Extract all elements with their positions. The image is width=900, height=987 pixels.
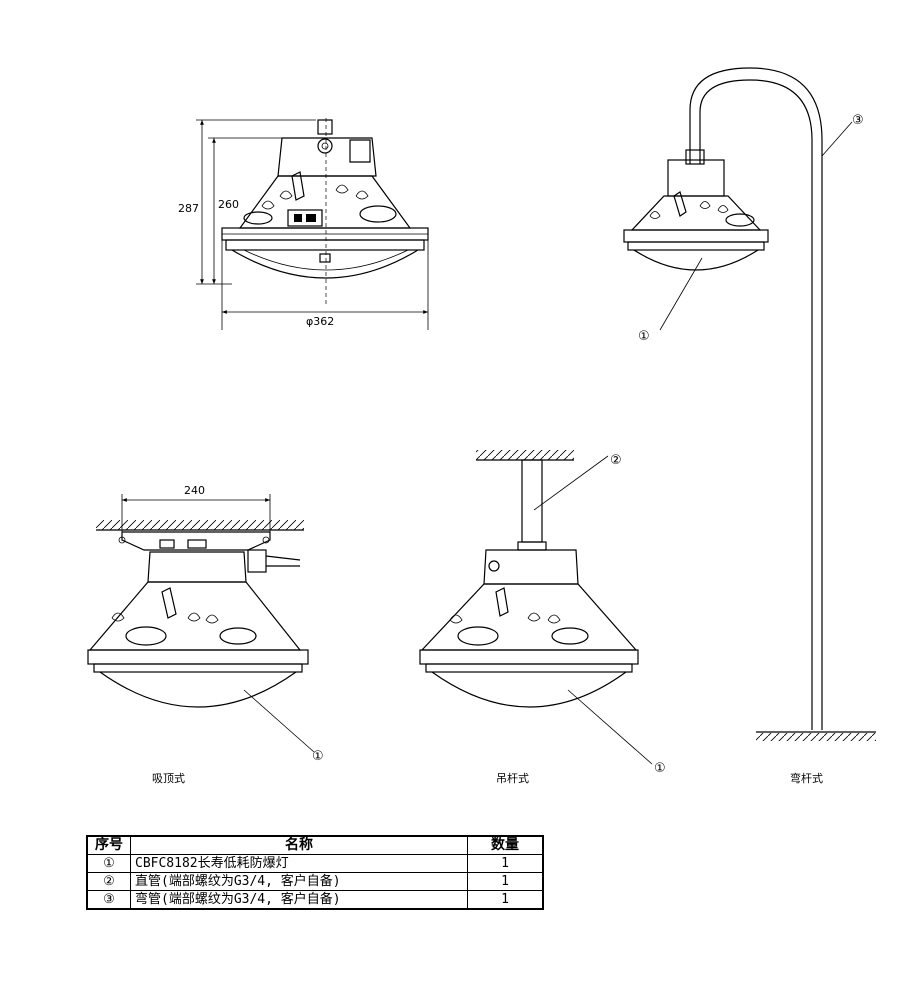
dimension-height-total: 287 xyxy=(178,202,199,215)
row-name: CBFC8182长寿低耗防爆灯 xyxy=(130,854,468,873)
ceiling-mount-lamp: 240 ① 吸顶式 xyxy=(87,484,324,785)
row-no: ③ xyxy=(86,890,131,910)
row-qty: 1 xyxy=(467,890,544,910)
callout-2: ② xyxy=(610,453,622,468)
row-name: 直管(端部螺纹为G3/4, 客户自备) xyxy=(130,872,468,891)
row-qty: 1 xyxy=(467,854,544,873)
callout-1-bent: ① xyxy=(638,329,650,344)
callout-3: ③ xyxy=(852,113,864,128)
callout-1-ceiling: ① xyxy=(312,749,324,764)
row-no: ② xyxy=(86,872,131,891)
header-qty: 数量 xyxy=(467,835,544,855)
dimension-diameter: φ362 xyxy=(306,315,334,328)
table-row: ① CBFC8182长寿低耗防爆灯 1 xyxy=(86,854,544,873)
bent-pole-lamp-head: ① ③ xyxy=(623,67,876,741)
parts-table-header: 序号 名称 数量 xyxy=(86,835,544,855)
view-label-ceiling: 吸顶式 xyxy=(152,772,185,785)
dimension-height-body: 260 xyxy=(218,198,239,211)
header-name: 名称 xyxy=(130,835,468,855)
view-label-bent-pole: 弯杆式 xyxy=(790,771,823,785)
header-no: 序号 xyxy=(86,835,131,855)
callout-1-pendant: ① xyxy=(654,761,666,776)
row-name: 弯管(端部螺纹为G3/4, 客户自备) xyxy=(130,890,468,910)
dimensioned-lamp-view: 287 260 φ362 xyxy=(178,118,429,330)
table-row: ② 直管(端部螺纹为G3/4, 客户自备) 1 xyxy=(86,872,544,891)
table-row: ③ 弯管(端部螺纹为G3/4, 客户自备) 1 xyxy=(86,890,544,910)
row-qty: 1 xyxy=(467,872,544,891)
parts-table: 序号 名称 数量 ① CBFC8182长寿低耗防爆灯 1 ② 直管(端部螺纹为G… xyxy=(86,835,544,910)
pendant-rod-lamp: ② ① 吊杆式 xyxy=(419,450,666,785)
row-no: ① xyxy=(86,854,131,873)
dimension-mount-width: 240 xyxy=(184,484,205,497)
view-label-pendant: 吊杆式 xyxy=(496,771,529,785)
